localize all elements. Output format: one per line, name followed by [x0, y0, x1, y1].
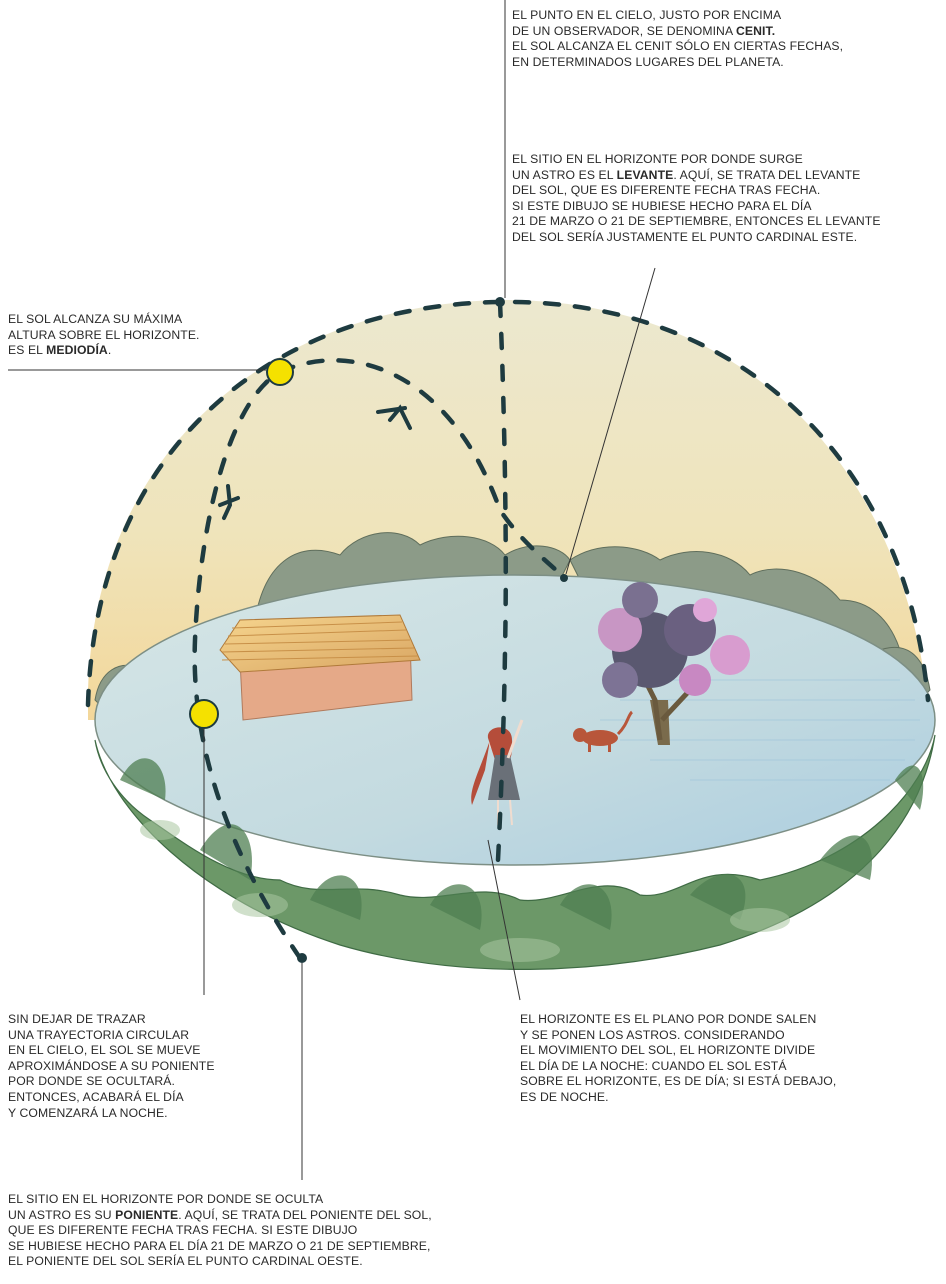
annotation-line: POR DONDE SE OCULTARÁ. [8, 1074, 215, 1090]
annotation-keyword: MEDIODÍA [46, 343, 108, 357]
annotation-line: EL MOVIMIENTO DEL SOL, EL HORIZONTE DIVI… [520, 1043, 836, 1059]
annotation-line: ALTURA SOBRE EL HORIZONTE. [8, 328, 200, 344]
annotation-line: ES EL MEDIODÍA. [8, 343, 200, 359]
poniente-point [297, 953, 307, 963]
annotation-text: UN ASTRO ES EL [512, 168, 617, 182]
horizonte-annotation: EL HORIZONTE ES EL PLANO POR DONDE SALEN… [520, 1012, 836, 1106]
annotation-line: 21 DE MARZO O 21 DE SEPTIEMBRE, ENTONCES… [512, 214, 881, 230]
annotation-text: 21 DE MARZO O 21 DE SEPTIEMBRE, ENTONCES… [512, 214, 881, 228]
annotation-line: QUE ES DIFERENTE FECHA TRAS FECHA. SI ES… [8, 1223, 432, 1239]
annotation-line: UNA TRAYECTORIA CIRCULAR [8, 1028, 215, 1044]
annotation-line: Y COMENZARÁ LA NOCHE. [8, 1106, 215, 1122]
annotation-text: ES EL [8, 343, 46, 357]
mediodia-annotation: EL SOL ALCANZA SU MÁXIMA ALTURA SOBRE EL … [8, 312, 200, 359]
annotation-line: UN ASTRO ES SU PONIENTE. AQUÍ, SE TRATA … [8, 1208, 432, 1224]
annotation-line: EL DÍA DE LA NOCHE: CUANDO EL SOL ESTÁ [520, 1059, 836, 1075]
annotation-text: POR DONDE SE OCULTARÁ. [8, 1074, 175, 1088]
annotation-line: SIN DEJAR DE TRAZAR [8, 1012, 215, 1028]
annotation-text: SE HUBIESE HECHO PARA EL DÍA 21 DE MARZO… [8, 1239, 431, 1253]
sun-noon-icon [267, 359, 293, 385]
annotation-text: Y SE PONEN LOS ASTROS. CONSIDERANDO [520, 1028, 785, 1042]
annotation-line: EL PUNTO EN EL CIELO, JUSTO POR ENCIMA [512, 8, 843, 24]
annotation-line: SOBRE EL HORIZONTE, ES DE DÍA; SI ESTÁ D… [520, 1074, 836, 1090]
annotation-line: EN EL CIELO, EL SOL SE MUEVE [8, 1043, 215, 1059]
annotation-line: DEL SOL, QUE ES DIFERENTE FECHA TRAS FEC… [512, 183, 881, 199]
annotation-text: EL SITIO EN EL HORIZONTE POR DONDE SE OC… [8, 1192, 323, 1206]
annotation-text: EL SITIO EN EL HORIZONTE POR DONDE SURGE [512, 152, 803, 166]
levante-point [560, 574, 568, 582]
annotation-text: DE UN OBSERVADOR, SE DENOMINA [512, 24, 736, 38]
annotation-text: APROXIMÁNDOSE A SU PONIENTE [8, 1059, 215, 1073]
cenit-point [495, 297, 505, 307]
annotation-text: ES DE NOCHE. [520, 1090, 609, 1104]
sun-afternoon-icon [190, 700, 218, 728]
annotation-keyword: LEVANTE [617, 168, 674, 182]
annotation-text: UN ASTRO ES SU [8, 1208, 115, 1222]
annotation-line: SE HUBIESE HECHO PARA EL DÍA 21 DE MARZO… [8, 1239, 432, 1255]
annotation-text: EL DÍA DE LA NOCHE: CUANDO EL SOL ESTÁ [520, 1059, 787, 1073]
annotation-text: . AQUÍ, SE TRATA DEL LEVANTE [673, 168, 860, 182]
annotation-text: EL HORIZONTE ES EL PLANO POR DONDE SALEN [520, 1012, 816, 1026]
annotation-line: APROXIMÁNDOSE A SU PONIENTE [8, 1059, 215, 1075]
poniente-annotation: EL SITIO EN EL HORIZONTE POR DONDE SE OC… [8, 1192, 432, 1270]
annotation-line: EL PONIENTE DEL SOL SERÍA EL PUNTO CARDI… [8, 1254, 432, 1270]
annotation-line: EL HORIZONTE ES EL PLANO POR DONDE SALEN [520, 1012, 836, 1028]
annotation-line: DE UN OBSERVADOR, SE DENOMINA CENIT. [512, 24, 843, 40]
annotation-text: SIN DEJAR DE TRAZAR [8, 1012, 146, 1026]
annotation-line: SI ESTE DIBUJO SE HUBIESE HECHO PARA EL … [512, 199, 881, 215]
annotation-text: SOBRE EL HORIZONTE, ES DE DÍA; SI ESTÁ D… [520, 1074, 836, 1088]
annotation-line: EN DETERMINADOS LUGARES DEL PLANETA. [512, 55, 843, 71]
annotation-text: EL PONIENTE DEL SOL SERÍA EL PUNTO CARDI… [8, 1254, 363, 1268]
annotation-line: UN ASTRO ES EL LEVANTE. AQUÍ, SE TRATA D… [512, 168, 881, 184]
annotation-text: Y COMENZARÁ LA NOCHE. [8, 1106, 168, 1120]
annotation-text: . AQUÍ, SE TRATA DEL PONIENTE DEL SOL, [178, 1208, 431, 1222]
annotation-text: EL SOL ALCANZA SU MÁXIMA [8, 312, 182, 326]
annotation-text: ALTURA SOBRE EL HORIZONTE. [8, 328, 200, 342]
annotation-text: SI ESTE DIBUJO SE HUBIESE HECHO PARA EL … [512, 199, 812, 213]
annotation-text: EL MOVIMIENTO DEL SOL, EL HORIZONTE DIVI… [520, 1043, 815, 1057]
annotation-line: ENTONCES, ACABARÁ EL DÍA [8, 1090, 215, 1106]
annotation-line: EL SITIO EN EL HORIZONTE POR DONDE SE OC… [8, 1192, 432, 1208]
annotation-line: ES DE NOCHE. [520, 1090, 836, 1106]
annotation-line: EL SOL ALCANZA EL CENIT SÓLO EN CIERTAS … [512, 39, 843, 55]
annotation-text: . [108, 343, 112, 357]
annotation-text: QUE ES DIFERENTE FECHA TRAS FECHA. SI ES… [8, 1223, 357, 1237]
annotation-text: EL PUNTO EN EL CIELO, JUSTO POR ENCIMA [512, 8, 781, 22]
annotation-line: EL SITIO EN EL HORIZONTE POR DONDE SURGE [512, 152, 881, 168]
annotation-text: DEL SOL, QUE ES DIFERENTE FECHA TRAS FEC… [512, 183, 820, 197]
trayectoria-annotation: SIN DEJAR DE TRAZAR UNA TRAYECTORIA CIRCU… [8, 1012, 215, 1121]
cenit-annotation: EL PUNTO EN EL CIELO, JUSTO POR ENCIMA DE… [512, 8, 843, 70]
levante-annotation: EL SITIO EN EL HORIZONTE POR DONDE SURGE… [512, 152, 881, 246]
annotation-text: EL SOL ALCANZA EL CENIT SÓLO EN CIERTAS … [512, 39, 843, 53]
annotation-text: EN EL CIELO, EL SOL SE MUEVE [8, 1043, 200, 1057]
annotation-line: Y SE PONEN LOS ASTROS. CONSIDERANDO [520, 1028, 836, 1044]
annotation-keyword: CENIT. [736, 24, 775, 38]
annotation-text: DEL SOL SERÍA JUSTAMENTE EL PUNTO CARDIN… [512, 230, 857, 244]
annotation-text: ENTONCES, ACABARÁ EL DÍA [8, 1090, 184, 1104]
annotation-keyword: PONIENTE [115, 1208, 178, 1222]
annotation-line: EL SOL ALCANZA SU MÁXIMA [8, 312, 200, 328]
annotation-text: EN DETERMINADOS LUGARES DEL PLANETA. [512, 55, 784, 69]
annotation-line: DEL SOL SERÍA JUSTAMENTE EL PUNTO CARDIN… [512, 230, 881, 246]
annotation-text: UNA TRAYECTORIA CIRCULAR [8, 1028, 189, 1042]
